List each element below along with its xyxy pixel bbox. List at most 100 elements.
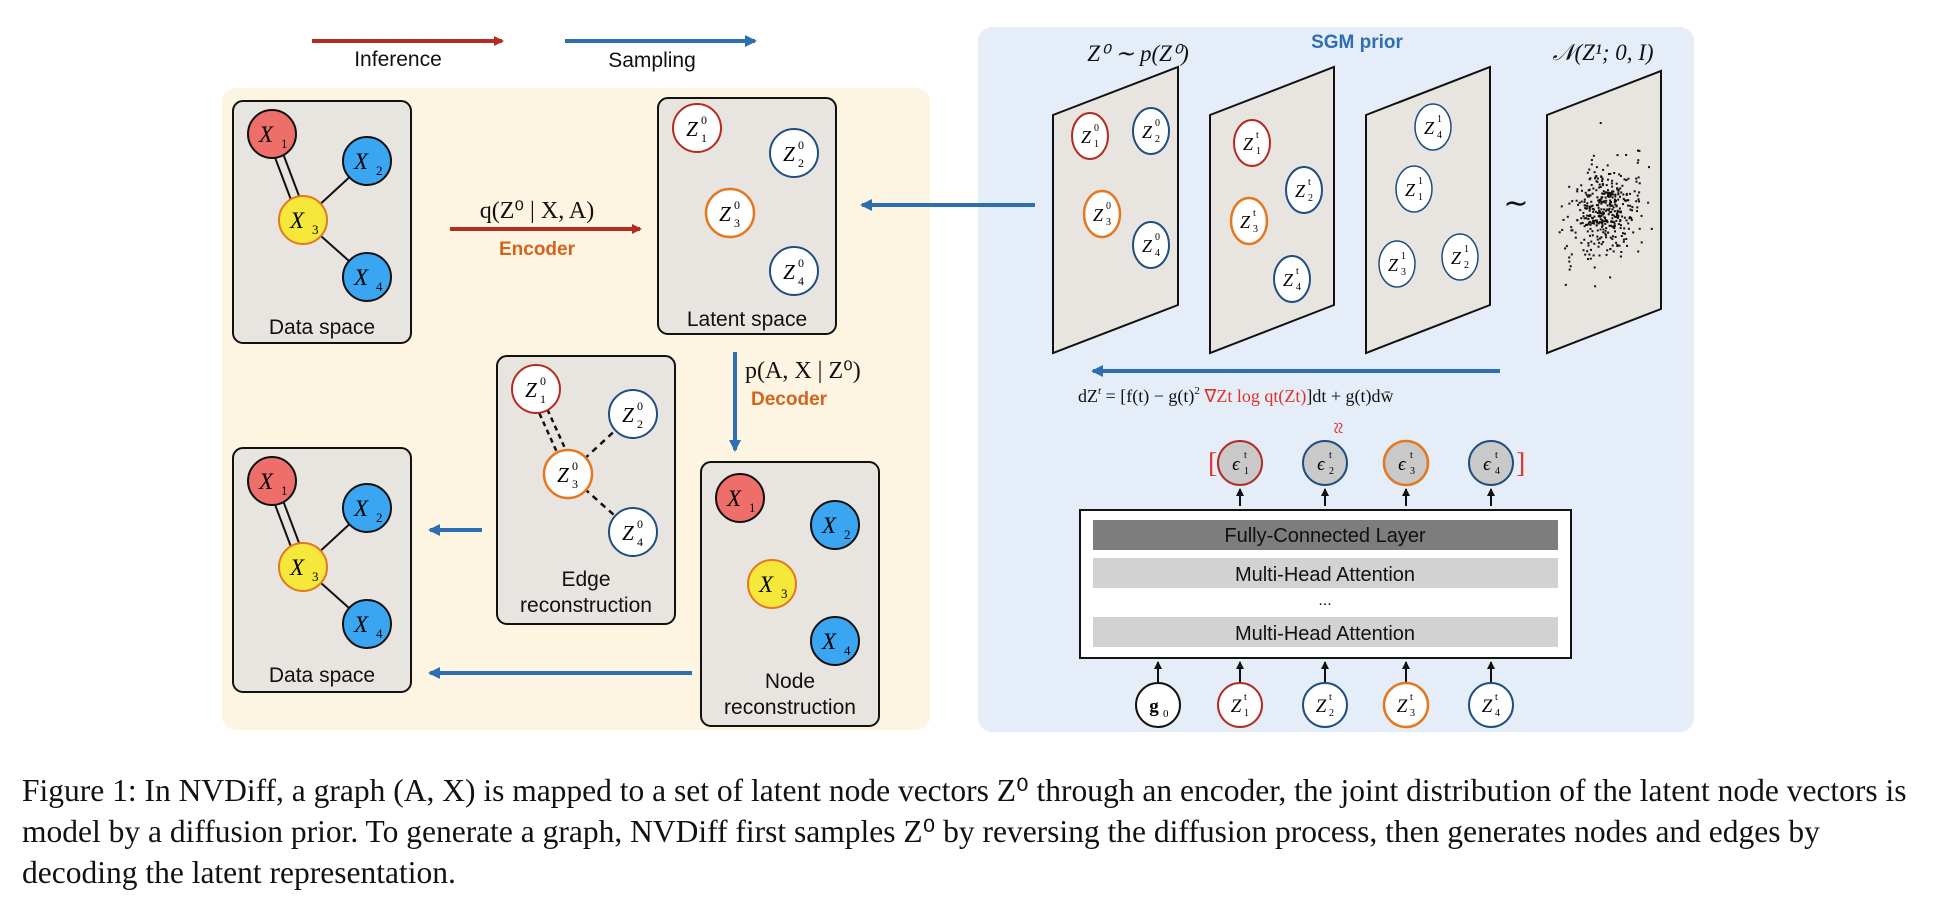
svg-text:0: 0 [637,517,643,531]
noise-point [1599,198,1602,201]
fully-connected-layer [1093,520,1558,550]
noise-point [1619,175,1622,177]
noise-point [1604,196,1607,199]
svg-text:3: 3 [1253,224,1258,235]
noise-point [1616,214,1618,217]
edge-reconstruction-label-2: reconstruction [520,594,652,617]
svg-text:Z: Z [1283,270,1294,290]
svg-text:t: t [1244,450,1247,461]
noise-point [1613,172,1616,174]
noise-point [1611,190,1613,193]
noise-point [1600,196,1603,199]
svg-text:ϵ: ϵ [1398,454,1407,475]
svg-text:t: t [1495,450,1498,461]
noise-point [1618,207,1621,210]
noise-point [1580,241,1583,244]
noise-point [1620,235,1623,237]
noise-point [1638,200,1640,203]
noise-point [1610,211,1613,213]
svg-text:2: 2 [1329,708,1334,719]
noise-point [1622,197,1625,200]
noise-point [1561,229,1564,231]
mha-top-label: Multi-Head Attention [1235,564,1415,586]
noise-point [1619,211,1622,214]
noise-point [1617,214,1620,217]
svg-text:4: 4 [1155,248,1160,259]
noise-point [1600,214,1603,217]
noise-point [1623,227,1626,230]
svg-text:Z: Z [1405,180,1416,200]
svg-text:t: t [1244,692,1247,703]
noise-point [1630,216,1633,219]
noise-point [1589,234,1591,237]
noise-point [1617,216,1619,219]
noise-point [1611,217,1614,220]
svg-text:1: 1 [540,392,546,406]
svg-text:1: 1 [1401,251,1406,262]
noise-point [1612,235,1614,238]
noise-point [1587,244,1590,247]
noise-point [1594,219,1597,222]
svg-text:X: X [289,555,305,580]
noise-point [1621,184,1624,187]
layer-dots: ... [1318,592,1331,609]
noise-point [1588,253,1591,256]
svg-text:2: 2 [1464,260,1469,271]
svg-text:0: 0 [734,198,740,212]
noise-point [1612,220,1615,223]
svg-text:1: 1 [1418,176,1423,187]
noise-point [1636,210,1638,213]
noise-point [1616,154,1619,157]
encoder-label: Encoder [499,239,576,260]
noise-point [1611,213,1614,216]
noise-point [1599,211,1602,214]
noise-point [1591,230,1594,233]
noise-point [1579,222,1582,225]
noise-point [1574,236,1577,239]
noise-point [1611,208,1614,211]
noise-point [1609,276,1612,279]
noise-point [1635,180,1638,183]
noise-point [1630,219,1633,221]
noise-point [1596,196,1599,199]
noise-point [1589,177,1592,180]
noise-point [1581,189,1583,192]
noise-point [1582,215,1585,218]
svg-text:2: 2 [844,527,851,542]
noise-point [1590,200,1593,203]
noise-point [1620,191,1623,194]
svg-text:X: X [726,486,742,511]
noise-point [1603,200,1606,203]
svg-text:Z: Z [783,142,795,166]
noise-point [1586,250,1589,253]
svg-text:Z: Z [686,117,698,141]
svg-text:4: 4 [844,643,851,658]
encoder-formula: q(Z⁰ | X, A) [480,198,594,224]
noise-point [1604,229,1607,232]
noise-point [1638,182,1641,185]
noise-point [1611,237,1614,240]
svg-text:X: X [353,496,369,521]
noise-point [1590,159,1593,161]
noise-point [1580,184,1583,187]
bracket-right: ] [1516,448,1525,479]
noise-point [1583,200,1586,203]
noise-point [1586,202,1589,205]
svg-text:1: 1 [1244,708,1249,719]
noise-point [1597,199,1600,202]
noise-point [1600,212,1603,215]
svg-text:3: 3 [312,569,319,584]
noise-point [1601,183,1604,185]
noise-point [1599,215,1602,218]
noise-point [1589,220,1592,223]
noise-point [1594,175,1597,178]
